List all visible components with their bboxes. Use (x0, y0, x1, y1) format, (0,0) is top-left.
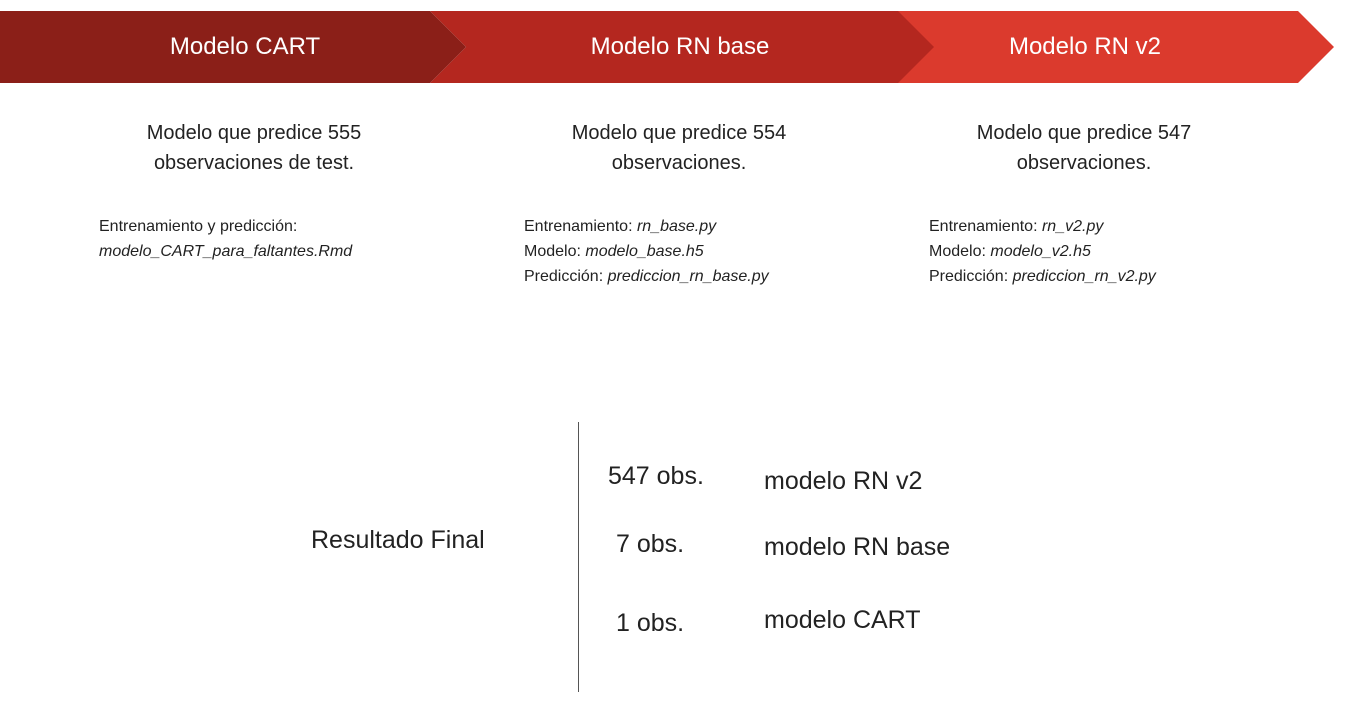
step-2-files: Entrenamiento: rn_base.py Modelo: modelo… (524, 214, 769, 289)
file-name: modelo_CART_para_faltantes.Rmd (99, 243, 353, 260)
file-entry: Predicción: prediccion_rn_v2.py (929, 264, 1156, 289)
result-divider (578, 422, 579, 692)
chevron-step-2 (430, 11, 934, 83)
result-count: 547 obs. (608, 462, 704, 490)
result-count: 7 obs. (616, 530, 685, 558)
step-1-files: Entrenamiento y predicción: modelo_CART_… (99, 214, 352, 264)
file-label: Modelo: (929, 243, 986, 260)
chevron-step-1 (0, 11, 466, 83)
chevron-step-3 (865, 11, 1334, 83)
result-model: modelo RN v2 (764, 467, 923, 495)
file-label: Entrenamiento: (929, 218, 1038, 235)
file-name: prediccion_rn_v2.py (1012, 268, 1156, 285)
step-3-title: Modelo RN v2 (1008, 33, 1162, 60)
step-1-summary: Modelo que predice 555 observaciones de … (146, 122, 362, 174)
file-entry: Entrenamiento: rn_base.py (524, 214, 769, 239)
file-label: Modelo: (524, 243, 581, 260)
file-name: rn_base.py (636, 218, 717, 235)
step-3-summary: Modelo que predice 547 observaciones. (976, 122, 1192, 174)
step-2-summary: Modelo que predice 554 observaciones. (571, 122, 787, 174)
file-entry: modelo_CART_para_faltantes.Rmd (99, 239, 352, 264)
file-label: Predicción: (524, 268, 604, 285)
file-entry: Modelo: modelo_v2.h5 (929, 239, 1156, 264)
step-2-title: Modelo RN base (590, 33, 770, 60)
file-label: Entrenamiento: (524, 218, 633, 235)
file-label: Entrenamiento y predicción: (99, 218, 298, 235)
file-label: Predicción: (929, 268, 1009, 285)
file-entry: Entrenamiento: rn_v2.py (929, 214, 1156, 239)
step-1-title: Modelo CART (169, 33, 321, 60)
result-model: modelo RN base (764, 533, 951, 561)
file-name: prediccion_rn_base.py (607, 268, 769, 285)
result-label: Resultado Final (311, 526, 485, 554)
result-count: 1 obs. (616, 609, 685, 637)
file-entry: Predicción: prediccion_rn_base.py (524, 264, 769, 289)
process-chevrons (0, 11, 1334, 83)
file-name: modelo_base.h5 (585, 243, 704, 260)
file-entry: Modelo: modelo_base.h5 (524, 239, 769, 264)
file-name: rn_v2.py (1041, 218, 1104, 235)
file-entry: Entrenamiento y predicción: (99, 214, 352, 239)
step-3-files: Entrenamiento: rn_v2.py Modelo: modelo_v… (929, 214, 1156, 289)
result-model: modelo CART (764, 606, 921, 634)
file-name: modelo_v2.h5 (990, 243, 1091, 260)
